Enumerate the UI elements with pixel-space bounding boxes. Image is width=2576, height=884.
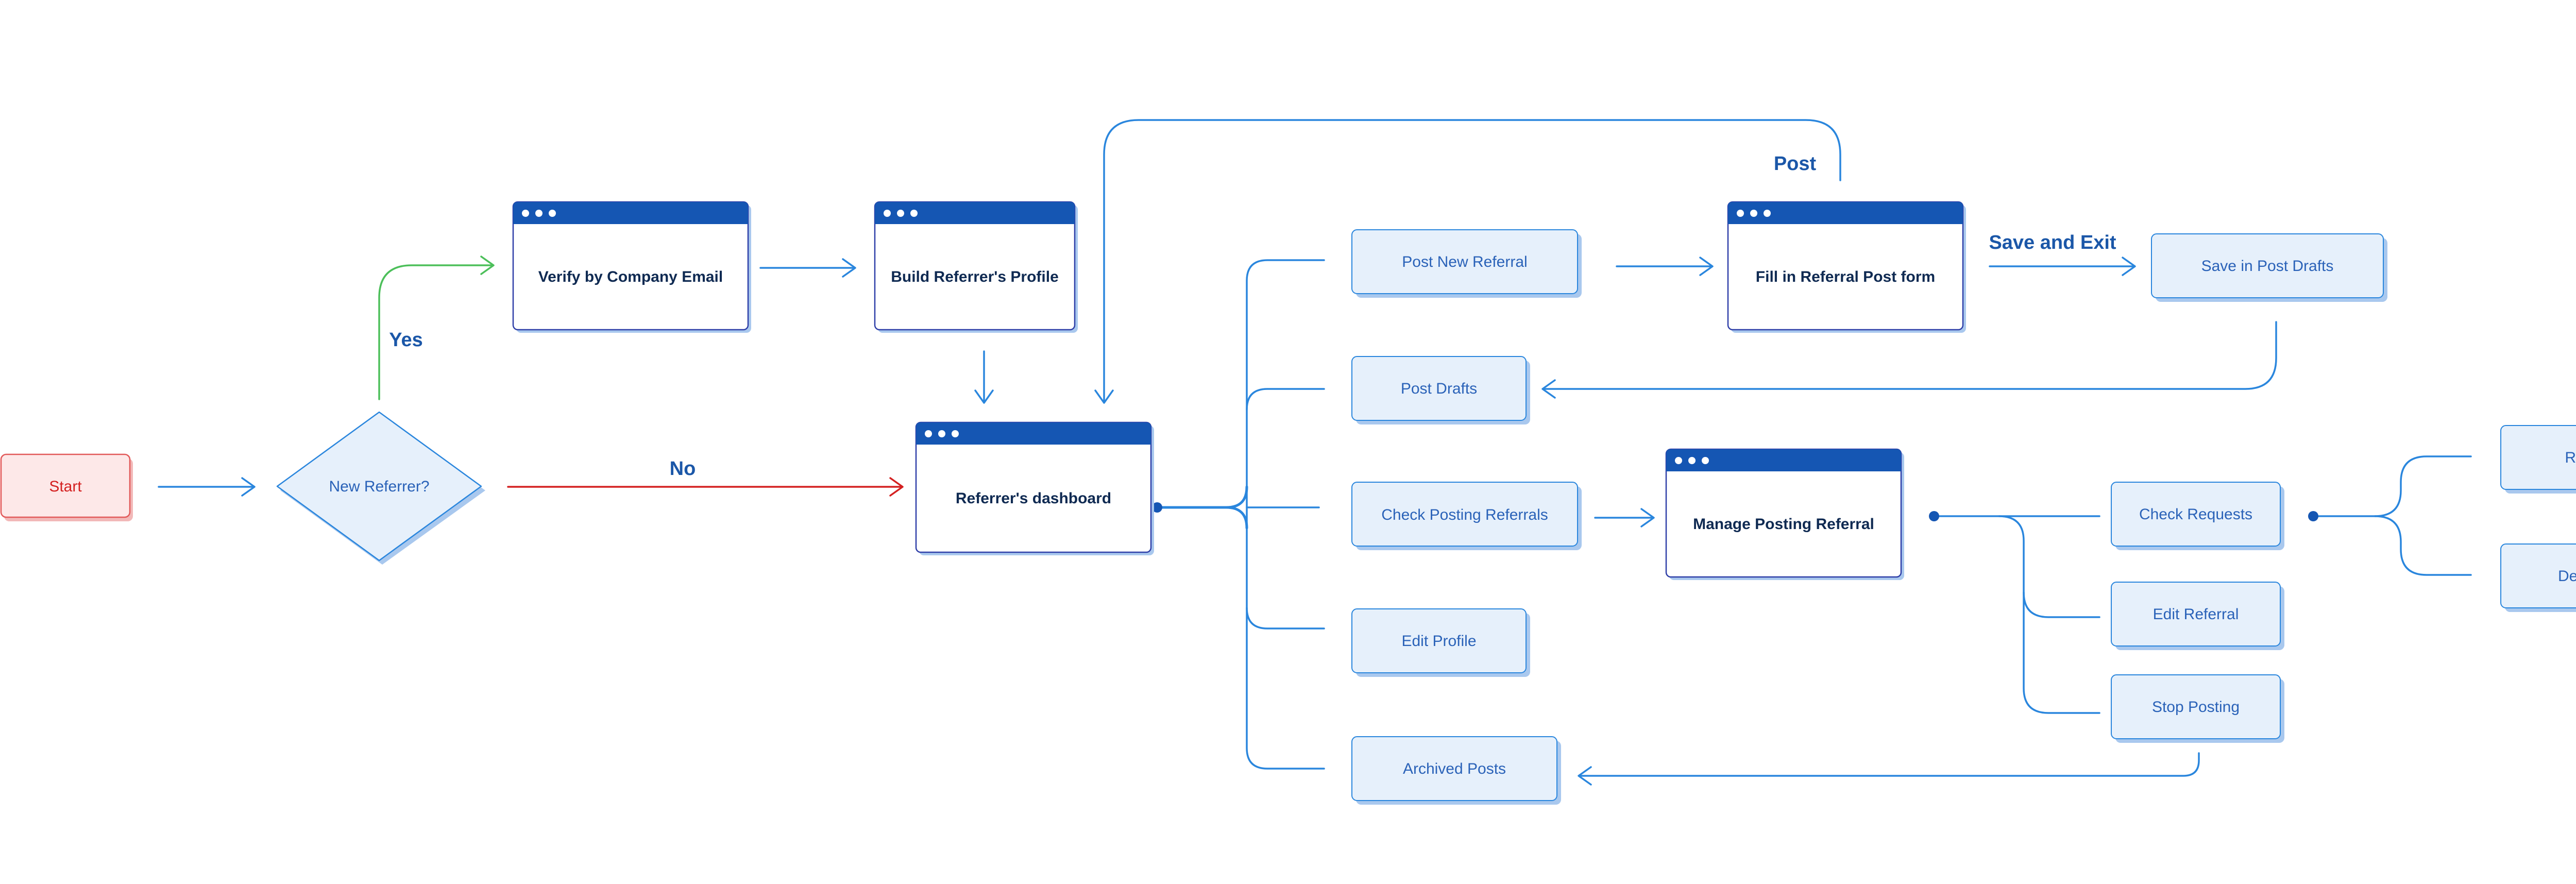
window-dot-icon [884,210,891,217]
window-dot-icon [910,210,918,217]
edge-manage-to-edit [1998,515,2100,618]
node-label: Edit Referral [2153,606,2239,623]
edge-requests-to-decline [2374,515,2472,576]
window-manage-posting[interactable]: Manage Posting Referral [1665,448,1904,580]
edge-branch-archived-bus [1246,486,1325,770]
window-dot-icon [535,210,543,217]
node-edit-referral[interactable]: Edit Referral [2111,582,2284,650]
node-save-post-drafts[interactable]: Save in Post Drafts [2151,233,2387,302]
arrowhead [1094,389,1114,404]
window-dot-icon [938,430,945,437]
junction-dot [1152,502,1162,513]
node-label: Archived Posts [1403,760,1506,777]
window-dashboard[interactable]: Referrer's dashboard [915,421,1154,555]
node-post-new-referral[interactable]: Post New Referral [1351,229,1582,298]
node-post-drafts[interactable]: Post Drafts [1351,356,1530,424]
decision-label: New Referrer? [329,478,429,495]
window-dot-icon [1675,457,1682,464]
edge-label-yes: Yes [389,329,423,351]
node-label: Check Requests [2139,506,2252,523]
window-label: Fill in Referral Post form [1756,268,1935,285]
node-check-requests[interactable]: Check Requests [2111,482,2284,550]
junction-dot [1929,511,1939,521]
edge-dashboard-bus [1156,485,1248,509]
node-label: Refer [2565,449,2576,466]
edge-stop-to-archived [1579,752,2200,777]
node-label: Stop Posting [2152,699,2240,716]
arrowhead [889,477,904,497]
window-dot-icon [1702,457,1709,464]
junction-dot [2308,511,2318,521]
window-label: Referrer's dashboard [956,490,1111,507]
node-archived-posts[interactable]: Archived Posts [1351,736,1561,805]
edge-post-loop [1103,119,1841,403]
arrowhead [974,389,994,404]
arrowhead [1640,508,1655,528]
window-dot-icon [952,430,959,437]
arrowhead [241,477,256,497]
window-dot-icon [925,430,932,437]
start-node[interactable]: Start [0,453,133,521]
decision-node[interactable]: New Referrer? [276,411,485,565]
node-label: Edit Profile [1401,633,1476,650]
node-label: Decline [2558,568,2576,585]
window-dot-icon [522,210,529,217]
node-label: Save in Post Drafts [2201,258,2334,275]
window-dot-icon [1688,457,1696,464]
edge-requests-to-refer [2374,455,2472,517]
arrowhead [1578,766,1592,786]
edge-save-to-drafts [1543,321,2277,390]
window-fill-form[interactable]: Fill in Referral Post form [1727,201,1966,333]
node-decline[interactable]: Decline [2500,543,2576,612]
node-check-posting-referrals[interactable]: Check Posting Referrals [1351,482,1582,550]
window-dot-icon [1750,210,1757,217]
arrowhead [1541,379,1556,399]
edge-label-post: Post [1774,153,1817,175]
arrowhead [842,258,856,278]
window-label: Manage Posting Referral [1693,516,1874,533]
edge-label-save-and-exit: Save and Exit [1989,232,2116,253]
edge-yes [378,264,494,400]
arrowhead [2122,257,2136,276]
window-label: Build Referrer's Profile [891,268,1059,285]
window-dot-icon [1737,210,1744,217]
edge-bus-join [1225,506,1248,530]
arrowhead [480,256,495,275]
node-refer[interactable]: Refer [2500,425,2576,494]
window-dot-icon [549,210,556,217]
edge-manage-to-stop [2023,591,2100,714]
node-label: Post New Referral [1402,253,1527,270]
edge-branch-drafts [1246,388,1325,411]
edge-branch-edit-profile [1246,607,1325,630]
node-label: Post Drafts [1401,380,1477,397]
node-edit-profile[interactable]: Edit Profile [1351,608,1530,677]
window-dot-icon [1764,210,1771,217]
node-stop-posting[interactable]: Stop Posting [2111,674,2284,743]
window-build-profile[interactable]: Build Referrer's Profile [874,201,1078,333]
edge-branch-post-new [1246,259,1325,488]
node-label: Check Posting Referrals [1381,506,1548,523]
window-verify-email[interactable]: Verify by Company Email [512,201,751,333]
arrowhead [1699,257,1714,276]
window-label: Verify by Company Email [538,268,723,285]
start-label: Start [49,478,82,495]
window-dot-icon [897,210,904,217]
edge-label-no: No [670,458,696,480]
